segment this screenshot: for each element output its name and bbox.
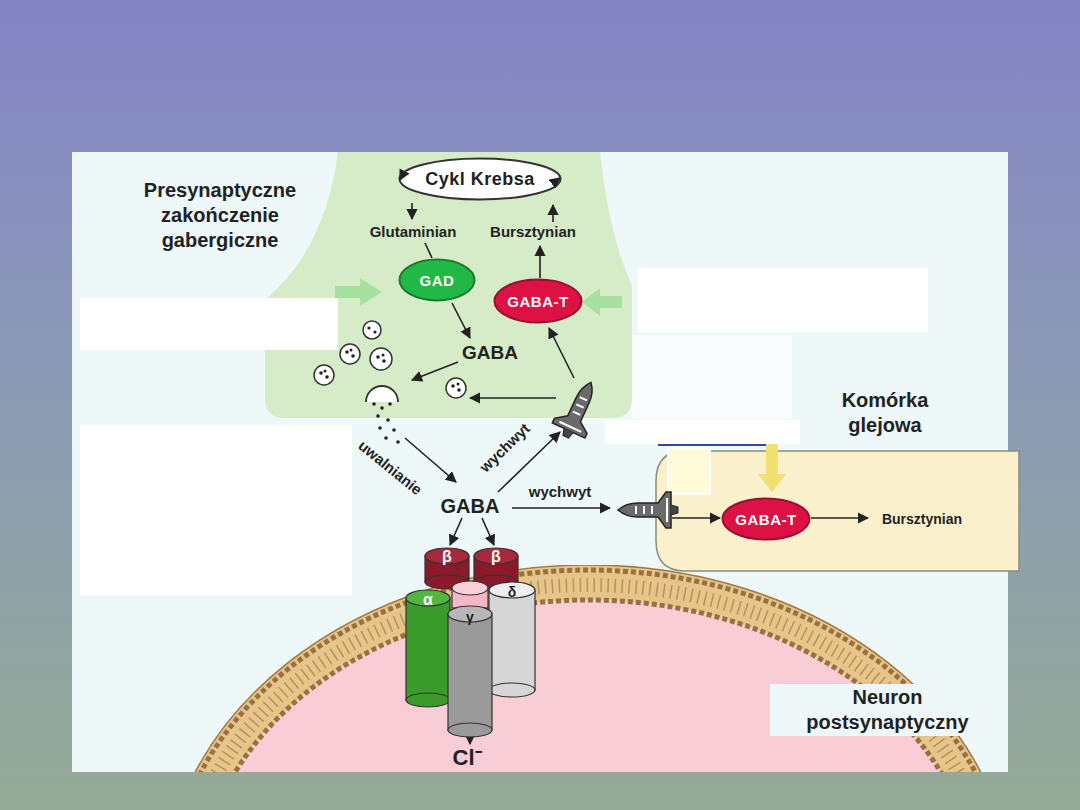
gaba-t-enzyme: GABA-T [493, 278, 583, 324]
subunit-label: β [491, 548, 501, 566]
yellow-square [668, 448, 710, 494]
ion-label: Cl⁻ [453, 746, 482, 770]
process-label: wychwyt [529, 484, 592, 501]
green-arrow [582, 288, 622, 316]
lipid-tails [183, 585, 993, 772]
pathway-arrow [400, 176, 868, 744]
lipid-heads [168, 570, 1005, 772]
transporter [618, 492, 678, 528]
postsynaptic-neuron-outline [165, 565, 1005, 772]
membrane [165, 565, 1005, 772]
presynaptic-terminal: Presynaptyczne zakończenie gabergiczneCy… [265, 152, 632, 418]
enzyme-label: GAD [420, 272, 455, 289]
krebs-label: Cykl Krebsa [425, 169, 535, 190]
gad-enzyme: GAD [398, 258, 476, 302]
subunit-label: γ [466, 610, 474, 625]
gaba-label: GABA [441, 495, 500, 517]
released-gaba [372, 402, 400, 444]
postsynaptic-neuron: Neuron postsynaptyczny [165, 565, 1005, 772]
ellipse-shape [400, 260, 475, 301]
yellow-arrow [758, 444, 786, 492]
metabolite-label: Glutaminian [370, 224, 457, 241]
vesicle [314, 321, 466, 398]
ellipse-shape [400, 159, 561, 200]
subunit-label: α [423, 591, 433, 609]
vesicle-dots [319, 326, 461, 391]
enzyme-label: GABA-T [507, 293, 568, 310]
ellipse-shape [723, 499, 810, 540]
enzyme-label: GABA-T [735, 511, 796, 528]
neuron-heading: Neuron postsynaptyczny [770, 684, 1005, 736]
terminal-shape [265, 152, 632, 418]
subunit-label: δ [508, 585, 517, 600]
glial-cell-outline [655, 450, 1020, 572]
terminal-heading: Presynaptyczne zakończenie gabergiczne [100, 178, 340, 253]
release-vesicle [366, 386, 398, 402]
gaba-receptor [406, 548, 535, 737]
ellipse-shape [495, 280, 582, 323]
glia-shape [656, 451, 1019, 571]
gaba-t-enzyme: GABA-T [721, 497, 811, 541]
blue-line [658, 444, 768, 446]
metabolite-label: Bursztynian [882, 512, 962, 527]
subunit-label: β [442, 548, 452, 566]
krebs-cycle: Cykl Krebsa [398, 157, 562, 201]
glial-cell: Komórka glejowaGABA-T [655, 450, 1020, 572]
metabolite-label: Bursztynian [490, 224, 576, 241]
transporter [549, 375, 607, 445]
green-arrow [335, 278, 382, 306]
glia-heading: Komórka glejowa [815, 388, 955, 438]
white-box [80, 268, 928, 595]
process-label: wychwyt [477, 420, 533, 475]
gaba-label: GABA [462, 343, 518, 364]
